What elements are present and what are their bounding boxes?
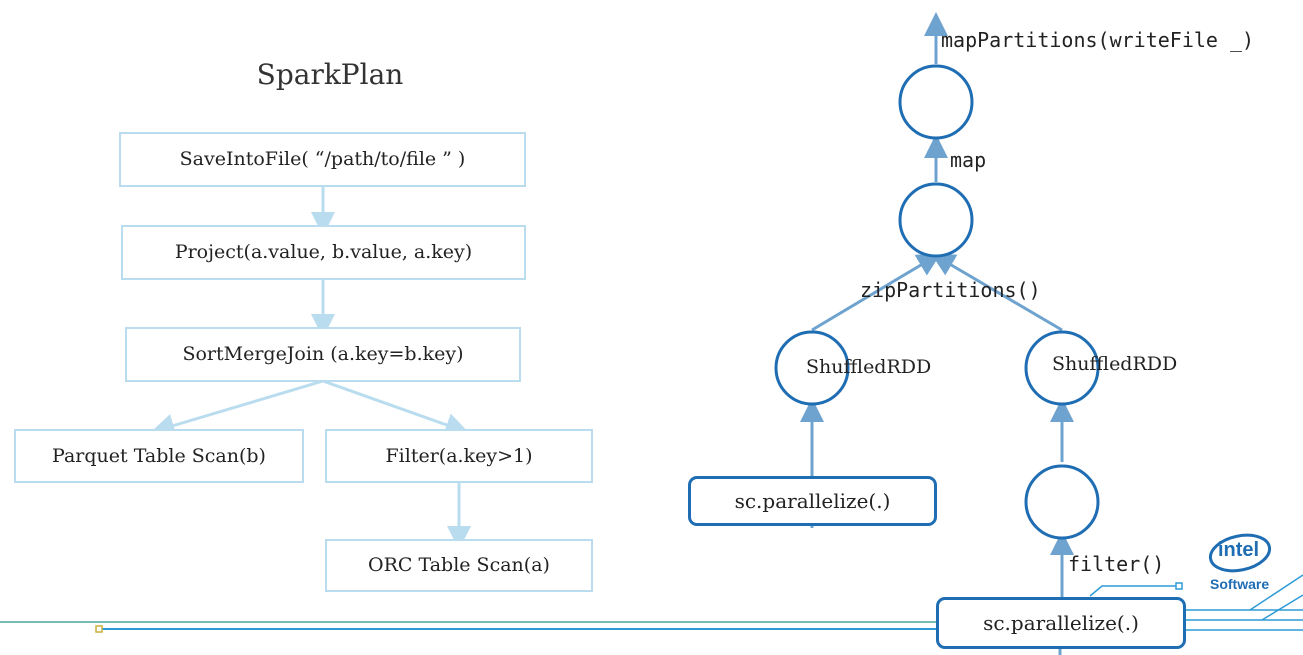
plan-node-parquet-label: Parquet Table Scan(b) — [52, 444, 266, 467]
plan-node-orc: ORC Table Scan(a) — [325, 539, 593, 592]
rdd-source-right: sc.parallelize(.) — [936, 597, 1186, 649]
plan-node-parquet: Parquet Table Scan(b) — [14, 429, 304, 483]
rdd-source-right-label: sc.parallelize(.) — [983, 611, 1139, 635]
rdd-connectors — [800, 12, 1074, 655]
rdd-source-left: sc.parallelize(.) — [688, 476, 937, 526]
edge-zip-right — [930, 252, 1063, 332]
plan-node-join-label: SortMergeJoin (a.key=b.key) — [182, 343, 464, 365]
label-shuffled-left: ShuffledRDD — [806, 356, 932, 378]
label-shuffled-right: ShuffledRDD — [1052, 353, 1178, 375]
plan-node-join: SortMergeJoin (a.key=b.key) — [125, 327, 521, 382]
plan-node-save-label: SaveIntoFile( “/path/to/file ” ) — [179, 148, 466, 170]
label-zip-partitions: zipPartitions() — [860, 278, 1041, 302]
edge-join-filter — [322, 379, 470, 437]
plan-node-filter-label: Filter(a.key>1) — [385, 444, 533, 467]
rdd-source-left-label: sc.parallelize(.) — [734, 489, 891, 513]
rdd-node-map — [898, 182, 974, 258]
plan-node-project: Project(a.value, b.value, a.key) — [121, 225, 526, 280]
rdd-nodes — [774, 64, 1100, 540]
logo-product: Software — [1210, 576, 1270, 592]
rdd-node-filtered — [1024, 464, 1100, 540]
plan-node-orc-label: ORC Table Scan(a) — [368, 554, 550, 576]
plan-connectors — [150, 186, 471, 550]
intel-logo-icon — [1208, 533, 1272, 573]
rdd-node-shuffled-left — [774, 330, 850, 406]
plan-node-save: SaveIntoFile( “/path/to/file ” ) — [119, 132, 526, 187]
edge-join-parquet — [150, 379, 324, 438]
rdd-node-shuffled-right — [1024, 330, 1100, 406]
plan-node-filter: Filter(a.key>1) — [325, 429, 593, 483]
edge-zip-left — [811, 252, 942, 332]
rdd-node-top — [898, 64, 974, 140]
plan-node-project-label: Project(a.value, b.value, a.key) — [174, 241, 473, 263]
diagram-title: SparkPlan — [256, 58, 404, 91]
label-map-partitions: mapPartitions(writeFile _) — [941, 28, 1255, 52]
logo-brand: intel — [1218, 539, 1260, 561]
label-map: map — [950, 148, 987, 172]
footer-decoration — [0, 574, 1303, 633]
label-filter: filter() — [1068, 552, 1165, 576]
